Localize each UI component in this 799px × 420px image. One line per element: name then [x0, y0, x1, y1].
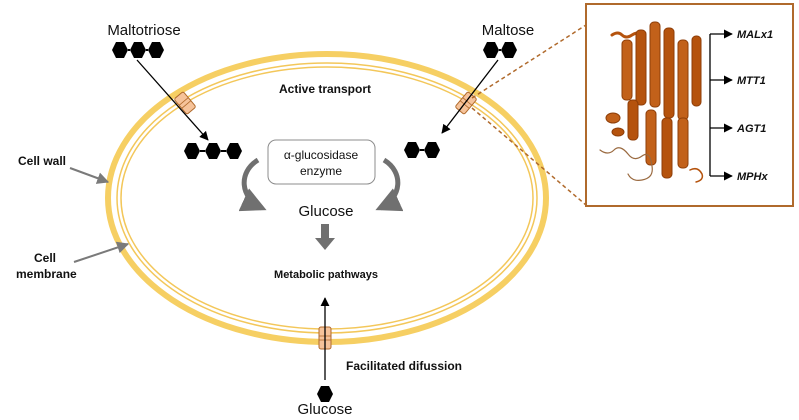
cell-wall — [105, 51, 549, 345]
enzyme-box — [267, 139, 376, 185]
enzyme-label-2: enzyme — [300, 164, 342, 178]
maltotriose-outside — [112, 42, 164, 58]
hexagon-sugar-icon — [424, 142, 440, 158]
enzyme-label-1: α-glucosidase — [284, 148, 359, 162]
glucose-inner-label: Glucose — [298, 203, 353, 220]
hexagon-sugar-icon — [317, 386, 333, 402]
gene-label: AGT1 — [736, 123, 766, 135]
facilitated-diffusion-label: Facilitated difussion — [346, 359, 462, 373]
cell-membrane-pointer — [73, 241, 130, 263]
hexagon-sugar-icon — [483, 42, 499, 58]
hexagon-sugar-icon — [404, 142, 420, 158]
down-arrow-icon — [315, 224, 335, 250]
hexagon-sugar-icon — [226, 143, 242, 159]
metabolic-pathways-label: Metabolic pathways — [274, 269, 378, 281]
zoom-line-top — [471, 24, 587, 99]
maltose-inside — [404, 142, 440, 158]
gene-bracket — [709, 29, 733, 181]
active-transport-label: Active transport — [279, 82, 371, 96]
curved-arrow-icon — [375, 157, 404, 212]
hexagon-sugar-icon — [112, 42, 128, 58]
cell-wall-label: Cell wall — [18, 154, 66, 168]
hexagon-sugar-icon — [184, 143, 200, 159]
maltose-label: Maltose — [482, 22, 535, 39]
maltotriose-inside — [184, 143, 242, 159]
cell-membrane-label-1: Cell — [34, 251, 56, 265]
gene-label: MALx1 — [737, 29, 773, 41]
cell — [105, 51, 549, 345]
hexagon-sugar-icon — [148, 42, 164, 58]
cell-membrane-label-2: membrane — [16, 267, 77, 281]
glucose-outer-label: Glucose — [297, 401, 352, 418]
transporter-channel-icon — [174, 91, 196, 115]
hexagon-sugar-icon — [501, 42, 517, 58]
zoom-line-bottom — [471, 107, 587, 206]
protein-box — [585, 3, 794, 207]
maltotriose-transport-arrow — [136, 59, 209, 141]
maltose-transport-arrow — [441, 59, 499, 134]
curved-arrow-icon — [238, 157, 267, 212]
maltotriose-label: Maltotriose — [107, 22, 180, 39]
maltose-outside — [483, 42, 517, 58]
gene-label: MPHx — [737, 171, 768, 183]
gene-label: MTT1 — [737, 75, 766, 87]
cell-wall-pointer — [69, 167, 110, 184]
protein-structure-icon — [599, 21, 704, 183]
hexagon-sugar-icon — [205, 143, 221, 159]
hexagon-sugar-icon — [130, 42, 146, 58]
